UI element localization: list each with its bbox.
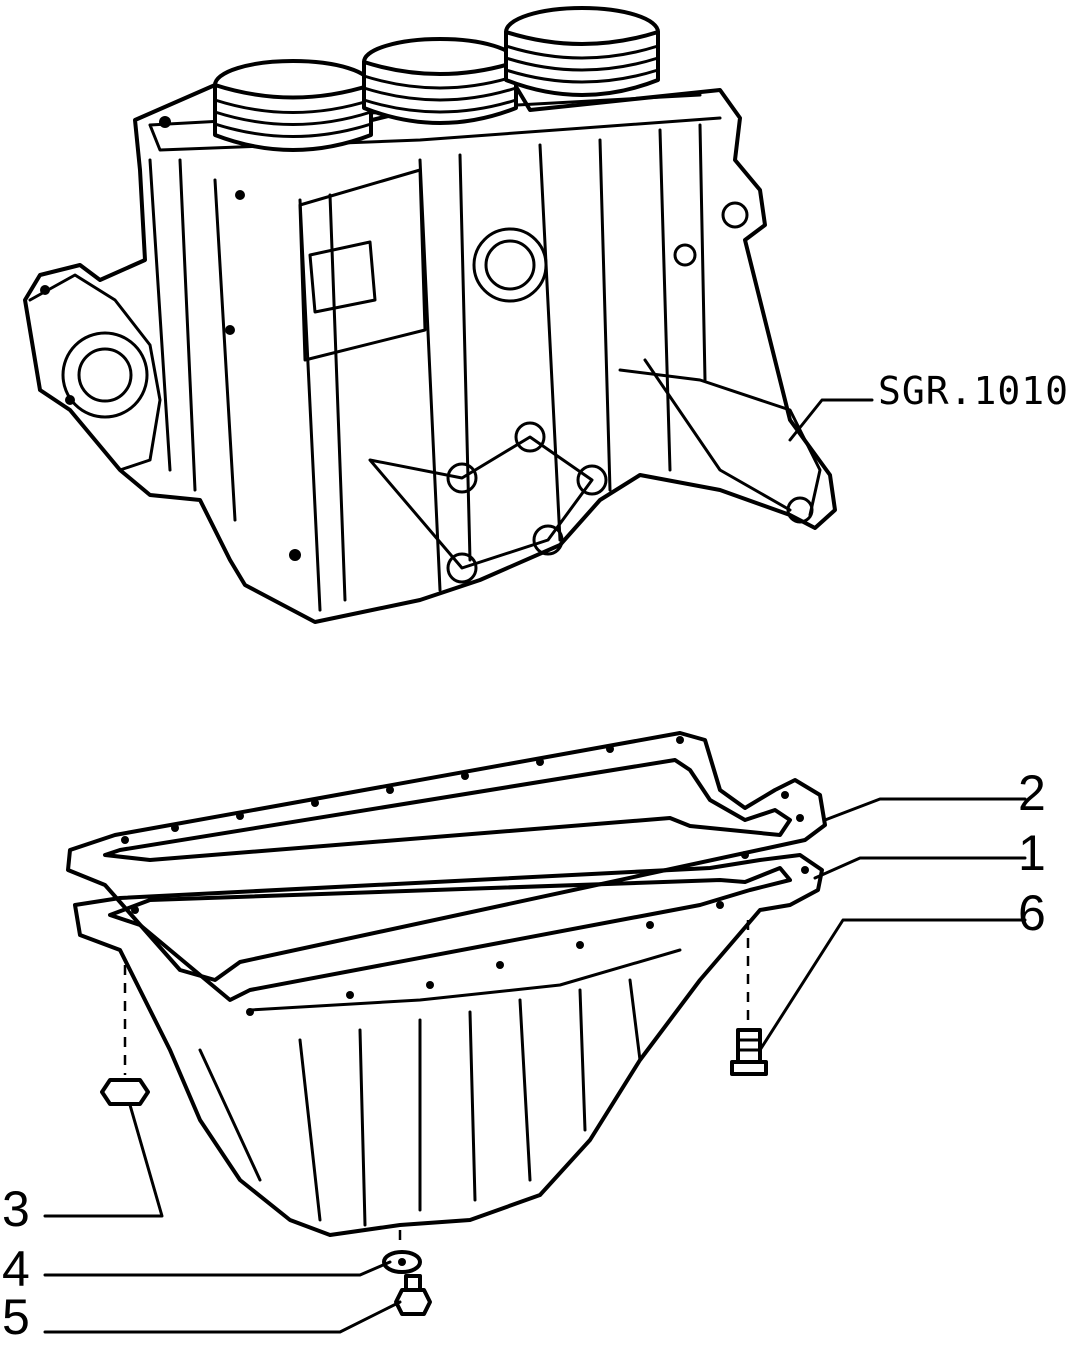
leader-6 [758, 918, 1027, 1052]
leader-2 [823, 797, 1027, 822]
leader-ref [788, 398, 874, 442]
leader-5 [43, 1300, 402, 1334]
drain-plug-illustration [394, 1274, 432, 1316]
callout-4: 4 [2, 1241, 30, 1297]
drain-washer-illustration [382, 1230, 422, 1274]
leader-1 [813, 856, 1027, 880]
engine-block-illustration [23, 6, 837, 624]
callout-6: 6 [1018, 885, 1046, 941]
leader-4 [43, 1260, 392, 1277]
oil-pan-illustration [73, 853, 824, 1237]
piston-right [504, 6, 660, 97]
piston-middle [362, 37, 518, 125]
pan-nut-illustration [100, 965, 150, 1106]
piston-left [213, 59, 373, 152]
callout-3: 3 [2, 1181, 30, 1237]
gasket-illustration [66, 731, 827, 982]
callout-1: 1 [1018, 825, 1046, 881]
callout-5: 5 [2, 1289, 30, 1345]
reference-code-label: SGR.10101 [878, 369, 1072, 413]
callout-2: 2 [1018, 765, 1046, 821]
leader-3 [43, 1103, 164, 1218]
leader-lines [43, 398, 1027, 1334]
